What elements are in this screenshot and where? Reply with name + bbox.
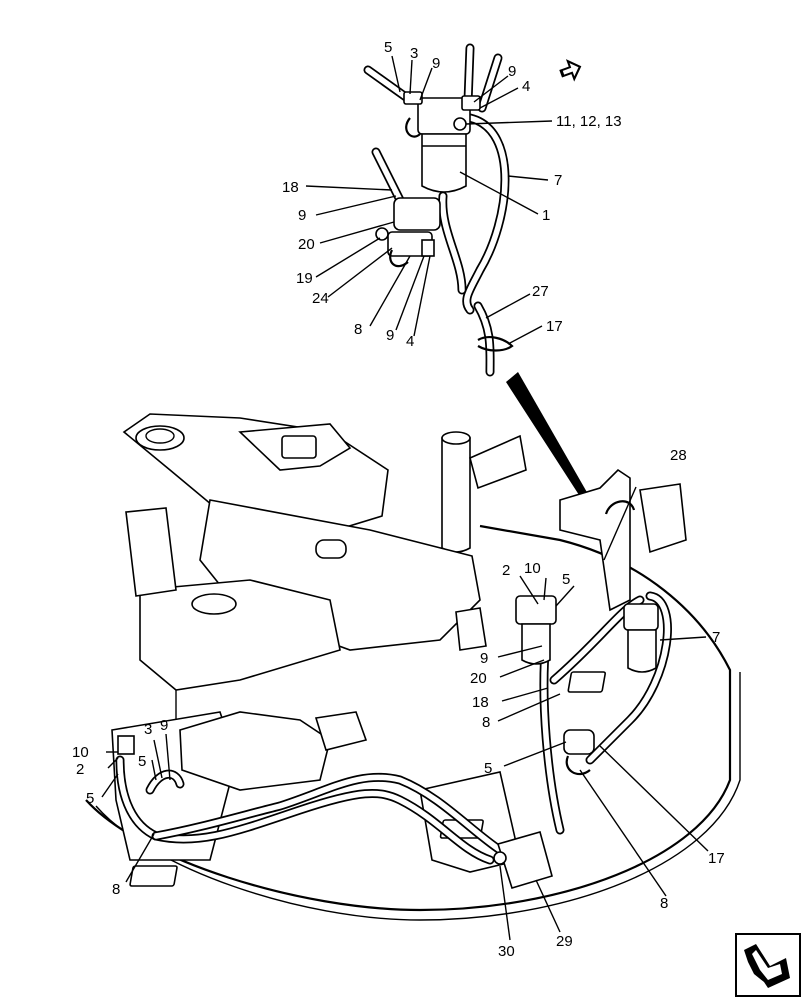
callout-3: 3 — [410, 45, 418, 62]
callout-10: 10 — [524, 560, 541, 577]
callout-30: 30 — [498, 943, 515, 960]
pump-assembly — [393, 197, 441, 231]
callout-8: 8 — [660, 895, 668, 912]
callout-20: 20 — [298, 236, 315, 253]
callout-1: 1 — [542, 207, 550, 224]
page-turn-arrow-icon — [735, 933, 801, 997]
direction-arrow-icon — [559, 59, 582, 82]
callout-24: 24 — [312, 290, 329, 307]
exploded-view — [305, 43, 553, 377]
leader-lines-top — [305, 55, 553, 345]
callout-7: 7 — [712, 629, 720, 646]
callout-9: 9 — [508, 63, 516, 80]
callout-18: 18 — [472, 694, 489, 711]
callout-29: 29 — [556, 933, 573, 950]
callout-17: 17 — [708, 850, 725, 867]
callout-9: 9 — [298, 207, 306, 224]
callout-19: 19 — [296, 270, 313, 287]
filter-bowl-1 — [421, 133, 467, 193]
leader-lines-main — [101, 486, 709, 941]
callout-5: 5 — [484, 760, 492, 777]
callout-9: 9 — [480, 650, 488, 667]
machine-frame — [85, 413, 741, 921]
callout-labels: 5 3 9 9 4 11, 12, 13 7 1 18 9 20 19 24 8… — [72, 39, 725, 960]
callout-11-12-13: 11, 12, 13 — [556, 113, 622, 130]
callout-5: 5 — [138, 753, 146, 770]
callout-8: 8 — [112, 881, 120, 898]
callout-8: 8 — [482, 714, 490, 731]
callout-7: 7 — [554, 172, 562, 189]
callout-9: 9 — [386, 327, 394, 344]
callout-5: 5 — [384, 39, 392, 56]
callout-8: 8 — [354, 321, 362, 338]
callout-20: 20 — [470, 670, 487, 687]
callout-9: 9 — [432, 55, 440, 72]
detail-pointer — [506, 372, 596, 512]
callout-2: 2 — [502, 562, 510, 579]
callout-4: 4 — [406, 333, 414, 350]
callout-28: 28 — [670, 447, 687, 464]
callout-27: 27 — [532, 283, 549, 300]
right-filter-assembly — [493, 595, 659, 889]
callout-18: 18 — [282, 179, 299, 196]
callout-17: 17 — [546, 318, 563, 335]
callout-5: 5 — [86, 790, 94, 807]
callout-3: 3 — [144, 721, 152, 738]
callout-4: 4 — [522, 78, 530, 95]
callout-10: 10 — [72, 744, 89, 761]
callout-9: 9 — [160, 717, 168, 734]
callout-2: 2 — [76, 761, 84, 778]
callout-5: 5 — [562, 571, 570, 588]
